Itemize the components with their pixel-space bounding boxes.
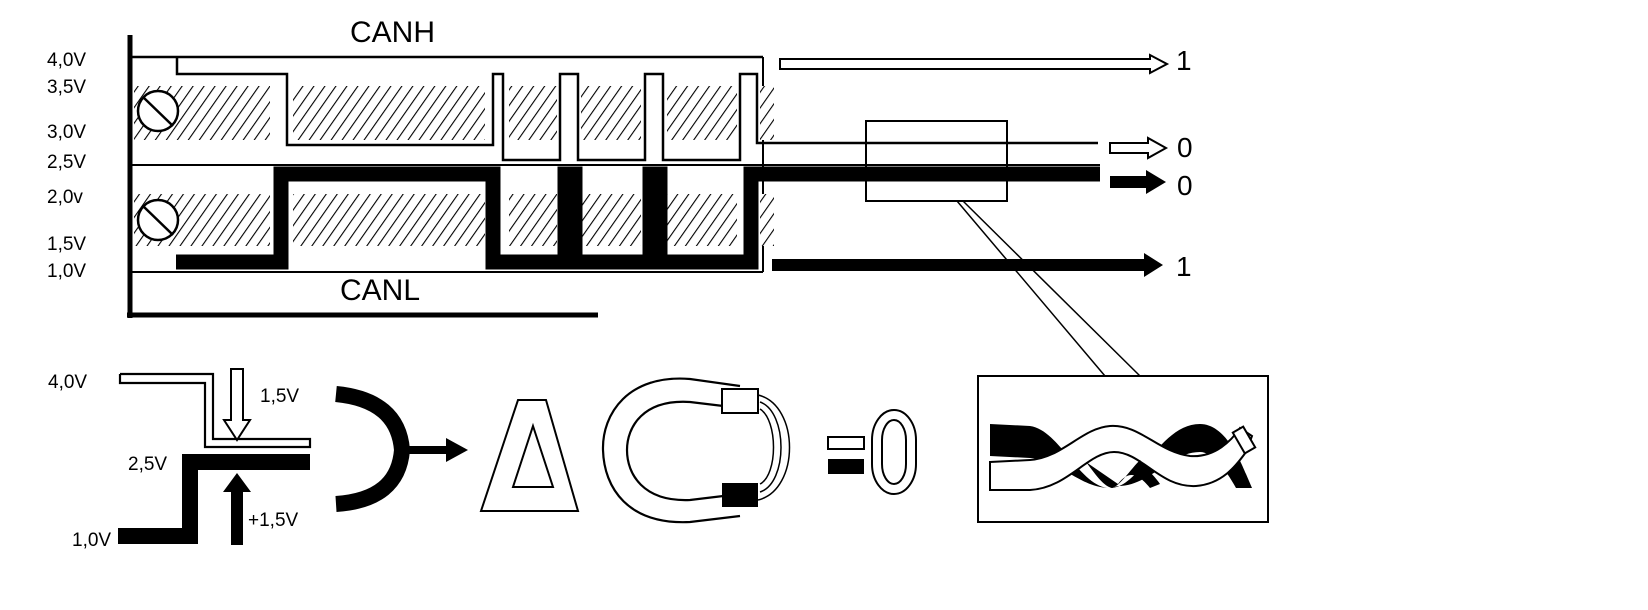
- termination-symbol-top: [136, 89, 180, 133]
- differential-amplifier-symbols: [335, 377, 917, 524]
- equals-bar-top: [827, 436, 865, 450]
- twisted-pair-inset: [977, 375, 1269, 523]
- y-label-3-5v: 3,5V: [47, 77, 86, 98]
- canh-label: CANH: [350, 16, 435, 49]
- bit-label-canl-1: 1: [1176, 251, 1192, 282]
- termination-symbol-bottom: [136, 198, 180, 242]
- canh-level-line: [118, 372, 312, 449]
- twisted-wire-black-cross: [1086, 460, 1160, 488]
- zoom-line-left: [956, 200, 1106, 377]
- canl-trace: [176, 166, 1100, 270]
- bit-label-canh-0: 0: [1177, 132, 1193, 163]
- delta-arrow-down: [222, 368, 252, 442]
- y-label-4v: 4,0V: [47, 50, 86, 71]
- canh-trace: [175, 57, 1098, 162]
- differential-voltage-diagram: 4,0V 2,5V 1,0V 1,5V +1,5V: [48, 368, 312, 551]
- equals-bar-bottom: [828, 459, 864, 474]
- arrow-canh-1: [779, 53, 1170, 75]
- canl-level-line: [118, 454, 310, 544]
- twisted-wire-black: [990, 424, 1252, 488]
- signal-chart: CANH CANL 4,0V 3,5V 3,0V 2,5V 2,0v 1,5V …: [47, 16, 1193, 377]
- delta-down-label: 1,5V: [260, 386, 299, 407]
- canl-label: CANL: [340, 274, 420, 307]
- delta-up-label: +1,5V: [248, 510, 299, 531]
- arrow-canh-0: [1109, 136, 1169, 160]
- delta-arrow-up: [223, 473, 251, 545]
- y-label-2v: 2,0v: [47, 187, 83, 208]
- level-mid-label: 2,5V: [128, 454, 167, 475]
- twisted-wire-tip: [1231, 425, 1257, 455]
- arrow-canl-1: [772, 253, 1163, 277]
- y-label-3v: 3,0V: [47, 122, 86, 143]
- merge-curve-icon: [335, 386, 411, 512]
- y-label-1-5v: 1,5V: [47, 234, 86, 255]
- bit-label-canl-0: 0: [1177, 170, 1193, 201]
- y-label-2-5v: 2,5V: [47, 152, 86, 173]
- y-label-1v: 1,0V: [47, 261, 86, 282]
- loop-icon-inner: [881, 419, 907, 485]
- level-high-label: 4,0V: [48, 372, 87, 393]
- horseshoe-magnet-icon: [601, 377, 791, 524]
- amplifier-inner-triangle: [511, 422, 555, 488]
- zoom-line-right: [962, 200, 1141, 377]
- zoom-region-box: [865, 120, 1008, 202]
- arrow-canl-0: [1110, 170, 1166, 194]
- merge-arrow-head: [446, 438, 468, 462]
- level-low-label: 1,0V: [72, 530, 111, 551]
- bit-label-canh-1: 1: [1176, 45, 1192, 76]
